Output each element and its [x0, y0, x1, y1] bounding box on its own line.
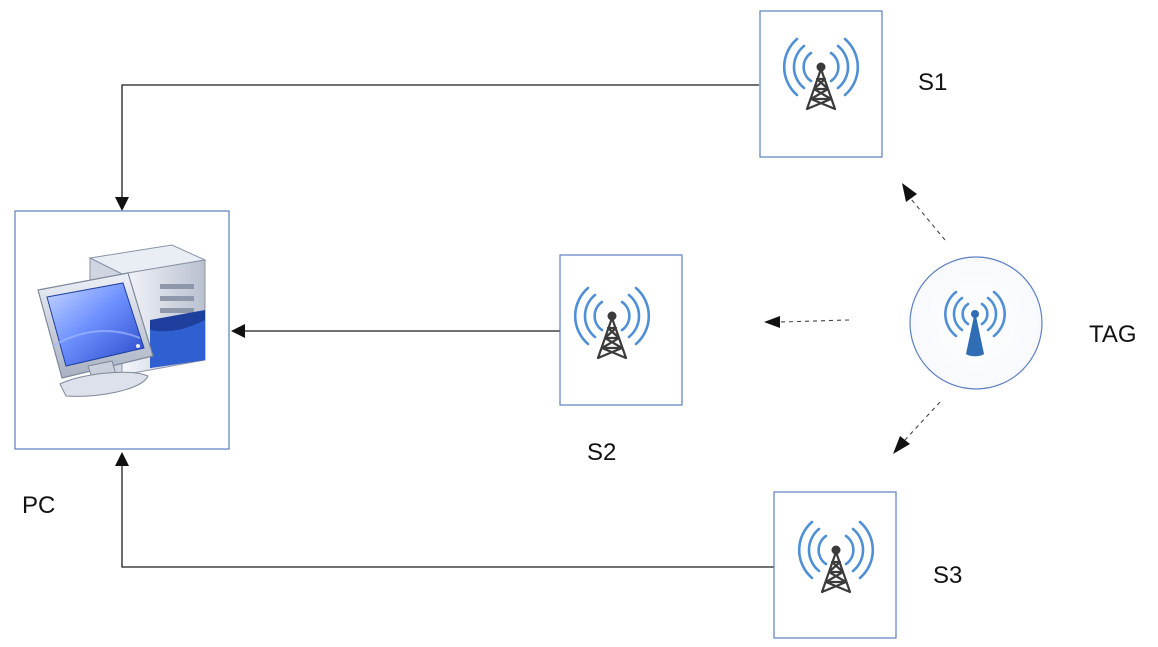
arrowhead-s3-pc [115, 452, 129, 466]
desktop-computer-icon [37, 244, 207, 397]
tag-node: TAG [909, 256, 1137, 390]
pc-label: PC [22, 492, 55, 519]
s2-label: S2 [587, 439, 616, 466]
tag-label: TAG [1089, 321, 1137, 348]
radio-tower-icon [782, 37, 860, 111]
arrowhead-tag-s3 [893, 436, 910, 454]
link-tag-to-s3 [904, 401, 941, 441]
arrowhead-s1-pc [115, 197, 129, 211]
link-tag-to-s2 [779, 319, 850, 323]
s2-node: S2 [559, 254, 683, 466]
link-s3-to-pc [121, 465, 774, 568]
arrowhead-tag-s1 [902, 183, 917, 202]
wireless-tag-icon [944, 290, 1006, 357]
solid-links [115, 84, 774, 568]
link-tag-to-s1 [910, 198, 946, 241]
s1-node: S1 [759, 10, 947, 158]
s3-label: S3 [933, 562, 962, 589]
pc-node: PC [14, 210, 230, 519]
dashed-links [764, 183, 946, 454]
radio-tower-icon [573, 286, 651, 360]
s1-label: S1 [918, 69, 947, 96]
s3-node: S3 [773, 491, 962, 639]
arrowhead-tag-s2 [764, 316, 780, 328]
radio-tower-icon [797, 520, 875, 594]
link-s1-to-pc [121, 84, 759, 198]
arrowhead-s2-pc [231, 324, 245, 338]
